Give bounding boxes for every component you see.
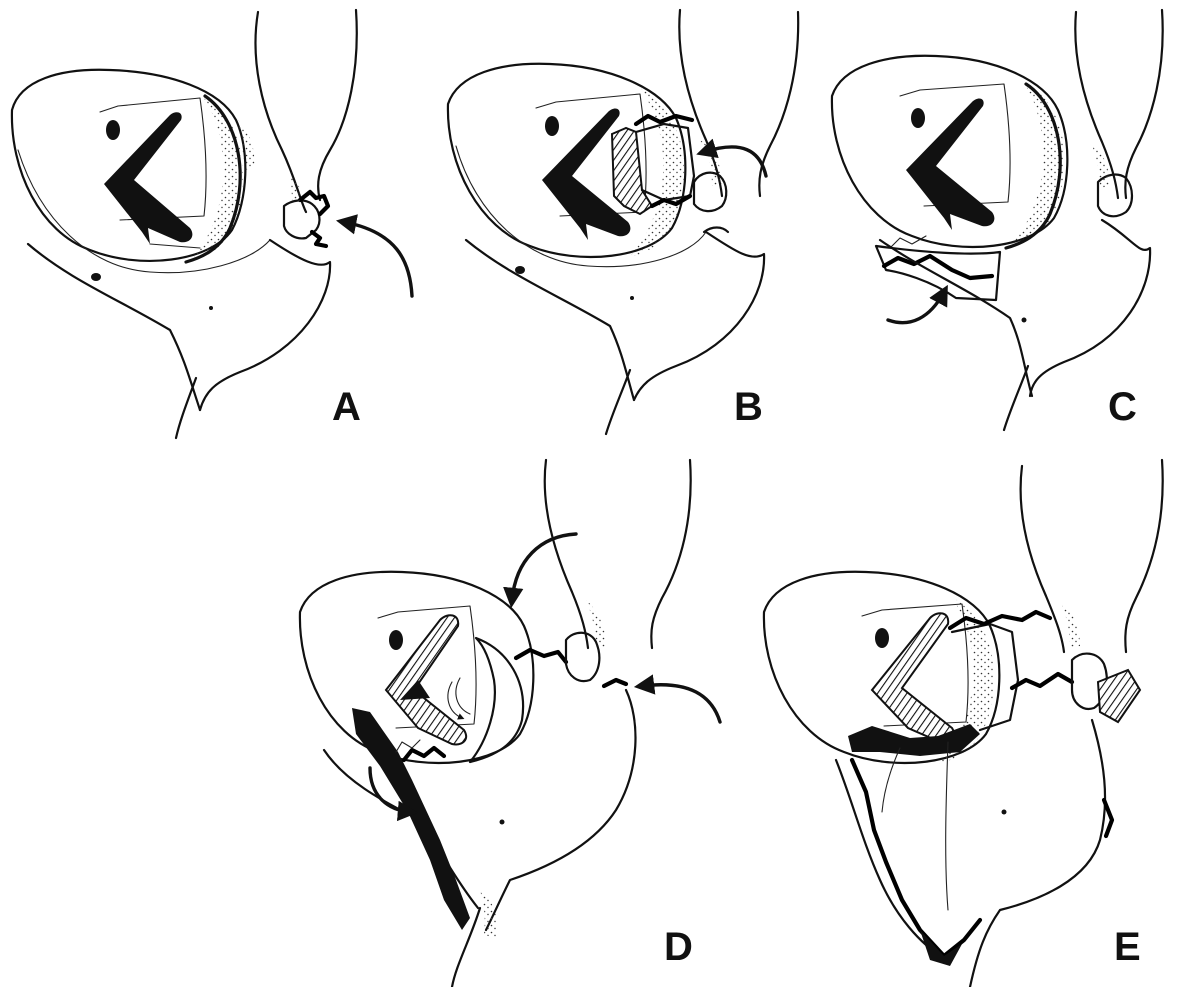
panel-label-b: B	[734, 385, 763, 429]
panel-label-d: D	[664, 925, 693, 969]
panel-label-c: C	[1108, 385, 1137, 429]
panel-d: D	[300, 460, 720, 987]
panel-label-e: E	[1114, 925, 1141, 969]
panel-e: E	[764, 460, 1163, 987]
panel-c: C	[832, 10, 1163, 430]
panel-b: B	[448, 10, 798, 434]
panel-a: A	[12, 10, 412, 438]
panel-label-a: A	[332, 385, 361, 429]
